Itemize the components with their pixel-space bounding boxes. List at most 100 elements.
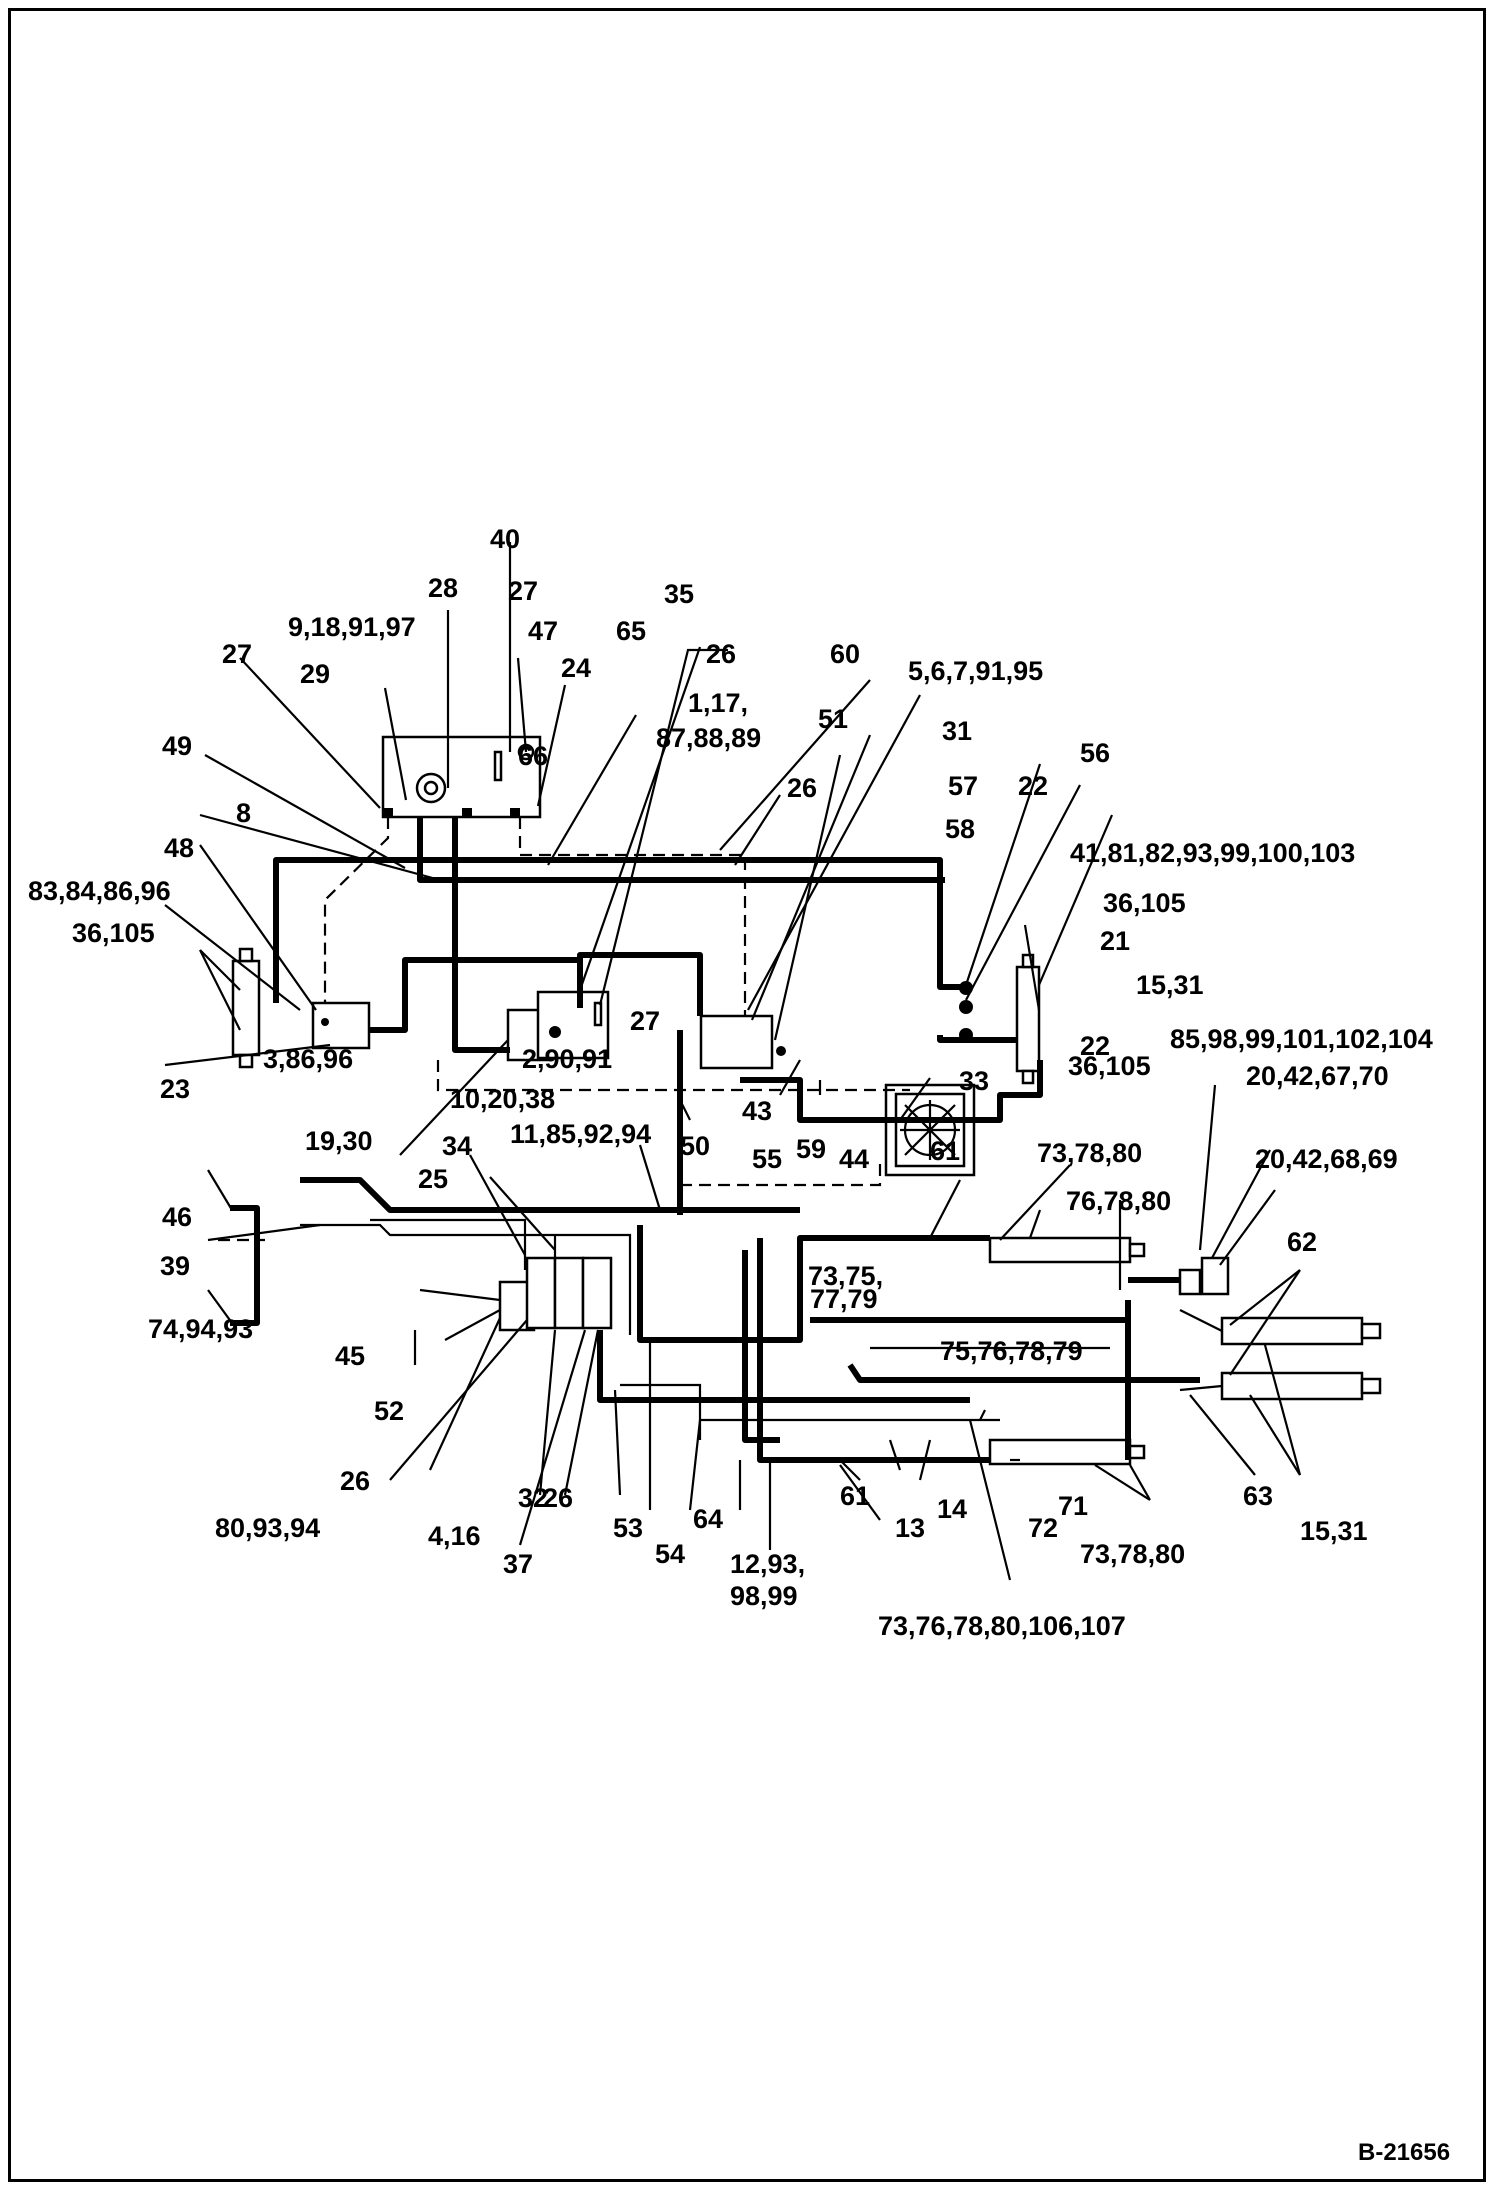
callout-label: 73,78,80 <box>1037 1138 1142 1168</box>
callout-label: 83,84,86,96 <box>28 876 171 906</box>
callout-label: 73,78,80 <box>1080 1539 1185 1569</box>
callout-label: 24 <box>561 653 591 683</box>
callout-label: 37 <box>503 1549 533 1579</box>
callout-label: 25 <box>418 1164 448 1194</box>
callout-label: 29 <box>300 659 330 689</box>
callout-label: 22 <box>1080 1031 1110 1061</box>
callout-label: 54 <box>655 1539 685 1569</box>
callout-label: 55 <box>752 1144 782 1174</box>
callout-label: 26 <box>787 773 817 803</box>
port <box>510 808 520 816</box>
callout-label: 87,88,89 <box>656 723 761 753</box>
cooler-fan-blades <box>900 1100 960 1160</box>
callout-label: 73,75, <box>808 1261 883 1291</box>
valve-section-2 <box>525 1256 557 1330</box>
callout-label: 77,79 <box>810 1284 878 1314</box>
callout-label: 15,31 <box>1136 970 1204 1000</box>
callout-label: 51 <box>818 704 848 734</box>
callout-label: 41,81,82,93,99,100,103 <box>1070 838 1355 868</box>
port <box>383 808 393 816</box>
callout-label: 35 <box>664 579 694 609</box>
callout-label: 28 <box>428 573 458 603</box>
callout-label: 62 <box>1287 1227 1317 1257</box>
callout-label: 73,76,78,80,106,107 <box>878 1611 1126 1641</box>
callout-label: 40 <box>490 524 520 554</box>
callout-label: 58 <box>945 814 975 844</box>
callout-label: 64 <box>693 1504 723 1534</box>
top-valve-block <box>381 735 542 819</box>
callout-label: 61 <box>930 1136 960 1166</box>
port <box>462 808 472 816</box>
callout-label: 98,99 <box>730 1581 798 1611</box>
pilot-lines <box>300 1200 1223 1440</box>
left-cylinder-cap <box>238 1053 254 1069</box>
callout-label: 71 <box>1058 1491 1088 1521</box>
fitting <box>959 1000 973 1014</box>
drawing-number: B-21656 <box>1358 2139 1450 2166</box>
callout-label: 44 <box>839 1144 869 1174</box>
callout-label: 20,42,67,70 <box>1246 1061 1389 1091</box>
callout-label: 19,30 <box>305 1126 373 1156</box>
callout-label: 3,86,96 <box>263 1044 353 1074</box>
cylinder-right-lower <box>1220 1371 1364 1401</box>
callout-label: 26 <box>340 1466 370 1496</box>
callout-label: 36,105 <box>1103 888 1186 918</box>
callout-label: 15,31 <box>1300 1516 1368 1546</box>
valve-62-side <box>1178 1268 1202 1296</box>
callout-label: 33 <box>959 1066 989 1096</box>
callout-label: 49 <box>162 731 192 761</box>
valve-dot <box>549 1026 561 1038</box>
callout-label: 21 <box>1100 926 1130 956</box>
callout-label: 20,42,68,69 <box>1255 1144 1398 1174</box>
dashed-lines <box>218 817 910 1242</box>
callout-label: 75,76,78,79 <box>940 1336 1083 1366</box>
callout-label: 61 <box>840 1481 870 1511</box>
rod-end <box>1360 1322 1382 1340</box>
right-cylinder-cap <box>1021 953 1035 969</box>
callout-label: 45 <box>335 1341 365 1371</box>
callout-label: 27 <box>222 639 252 669</box>
callout-label: 43 <box>742 1096 772 1126</box>
valve-section-3 <box>553 1256 585 1330</box>
right-valve-block <box>699 1014 774 1070</box>
right-cylinder <box>1015 965 1041 1073</box>
callout-label: 60 <box>830 639 860 669</box>
callout-label: 74,94,93 <box>148 1314 253 1344</box>
valve-dot <box>321 1018 329 1026</box>
callout-label: 36,105 <box>72 918 155 948</box>
callout-label: 23 <box>160 1074 190 1104</box>
callout-label: 36,105 <box>1068 1051 1151 1081</box>
callout-labels: 40 28 27 35 9,18,91,97 47 65 26 60 5,6,7… <box>28 524 1433 1641</box>
callout-label: 1,17, <box>688 688 748 718</box>
callout-label: 26 <box>543 1483 573 1513</box>
callout-label: 52 <box>374 1396 404 1426</box>
callout-label: 56 <box>1080 738 1110 768</box>
callout-label: 2,90,91 <box>522 1044 612 1074</box>
callout-label: 65 <box>616 616 646 646</box>
callout-label: 22 <box>1018 771 1048 801</box>
rod-end <box>1128 1444 1146 1460</box>
callout-label: 76,78,80 <box>1066 1186 1171 1216</box>
callout-label: 5,6,7,91,95 <box>908 656 1043 686</box>
callout-label: 57 <box>948 771 978 801</box>
callout-label: 31 <box>942 716 972 746</box>
callout-label: 46 <box>162 1202 192 1232</box>
callout-label: 39 <box>160 1251 190 1281</box>
hose-lines <box>273 817 1200 1463</box>
right-cylinder-cap <box>1021 1069 1035 1085</box>
leader-lines <box>164 542 1302 1581</box>
callout-label: 63 <box>1243 1481 1273 1511</box>
callout-label: 27 <box>508 576 538 606</box>
callout-label: 72 <box>1028 1513 1058 1543</box>
callout-label: 26 <box>706 639 736 669</box>
callout-label: 13 <box>895 1513 925 1543</box>
callout-label: 85,98,99,101,102,104 <box>1170 1024 1433 1054</box>
callout-label: 80,93,94 <box>215 1513 320 1543</box>
valve-stem <box>593 1001 603 1027</box>
callout-label: 34 <box>442 1131 472 1161</box>
callout-label: 10,20,38 <box>450 1084 555 1114</box>
valve-dot <box>776 1046 786 1056</box>
valve-23 <box>311 1001 371 1050</box>
callout-label: 32 <box>518 1483 548 1513</box>
